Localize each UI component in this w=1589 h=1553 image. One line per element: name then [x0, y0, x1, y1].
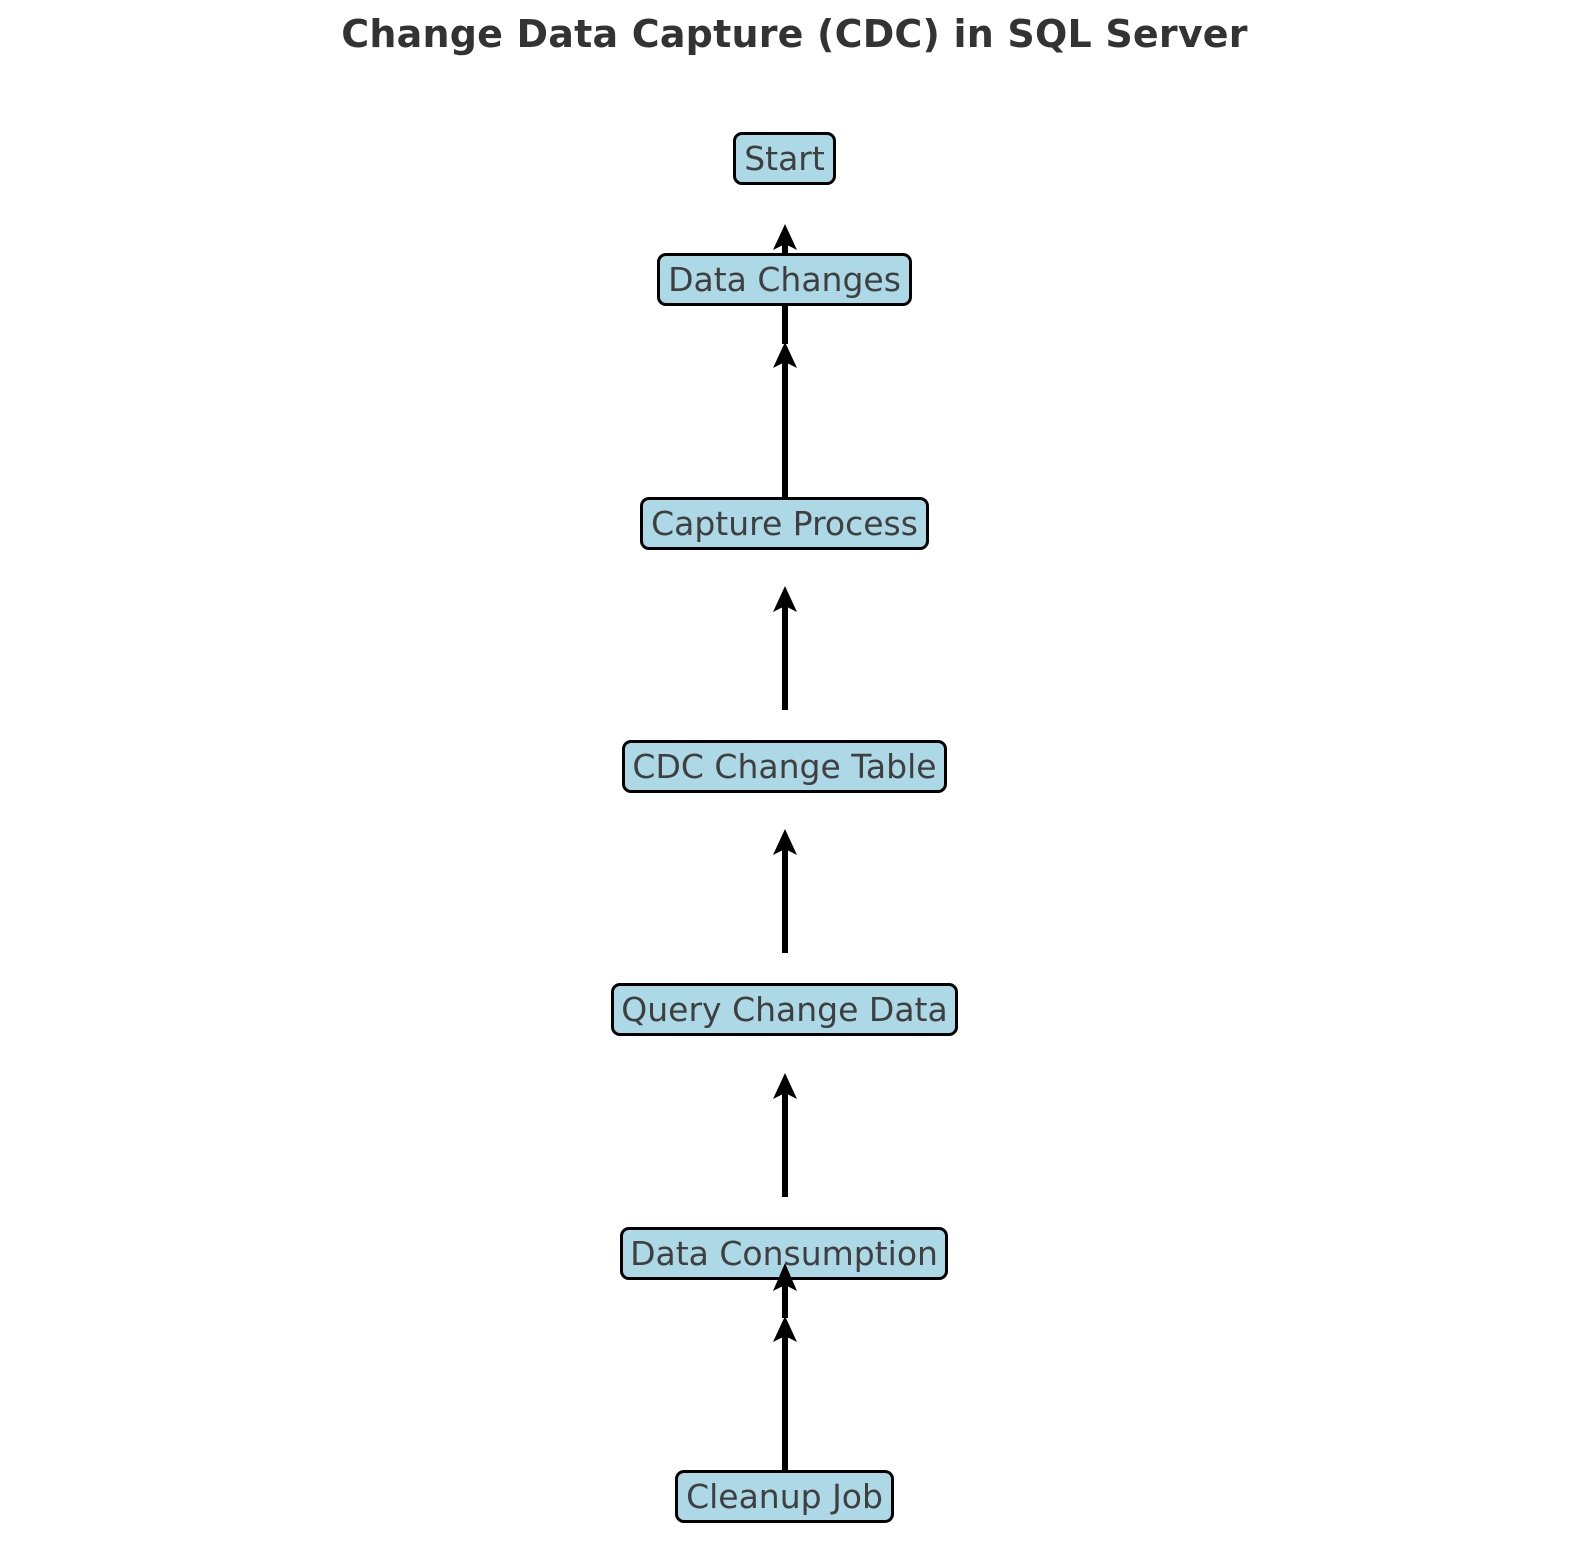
node-label: Capture Process	[651, 504, 918, 543]
page-title: Change Data Capture (CDC) in SQL Server	[341, 12, 1248, 56]
node-label: Data Changes	[668, 260, 901, 299]
node-data-changes[interactable]: Data Changes	[657, 253, 912, 306]
edge-capture-process-to-data-changes	[773, 342, 797, 497]
node-capture-process[interactable]: Capture Process	[640, 497, 929, 550]
node-label: Query Change Data	[621, 990, 948, 1029]
node-cdc-change-table[interactable]: CDC Change Table	[622, 740, 947, 793]
edge-data-consumption-to-query-change-data	[773, 1073, 797, 1197]
node-data-consumption[interactable]: Data Consumption	[620, 1227, 948, 1280]
edge-query-change-data-to-cdc-table	[773, 829, 797, 953]
edge-data-changes-to-start	[773, 224, 797, 256]
node-query-change-data[interactable]: Query Change Data	[611, 983, 958, 1036]
node-start[interactable]: Start	[733, 132, 836, 185]
node-label: CDC Change Table	[632, 747, 937, 786]
node-label: Start	[744, 139, 825, 178]
node-label: Cleanup Job	[686, 1477, 883, 1516]
node-cleanup-job[interactable]: Cleanup Job	[675, 1470, 894, 1523]
edge-cdc-table-to-capture-process	[773, 586, 797, 710]
node-label: Data Consumption	[630, 1234, 938, 1273]
edge-cleanup-job-to-data-consumption	[773, 1316, 797, 1470]
